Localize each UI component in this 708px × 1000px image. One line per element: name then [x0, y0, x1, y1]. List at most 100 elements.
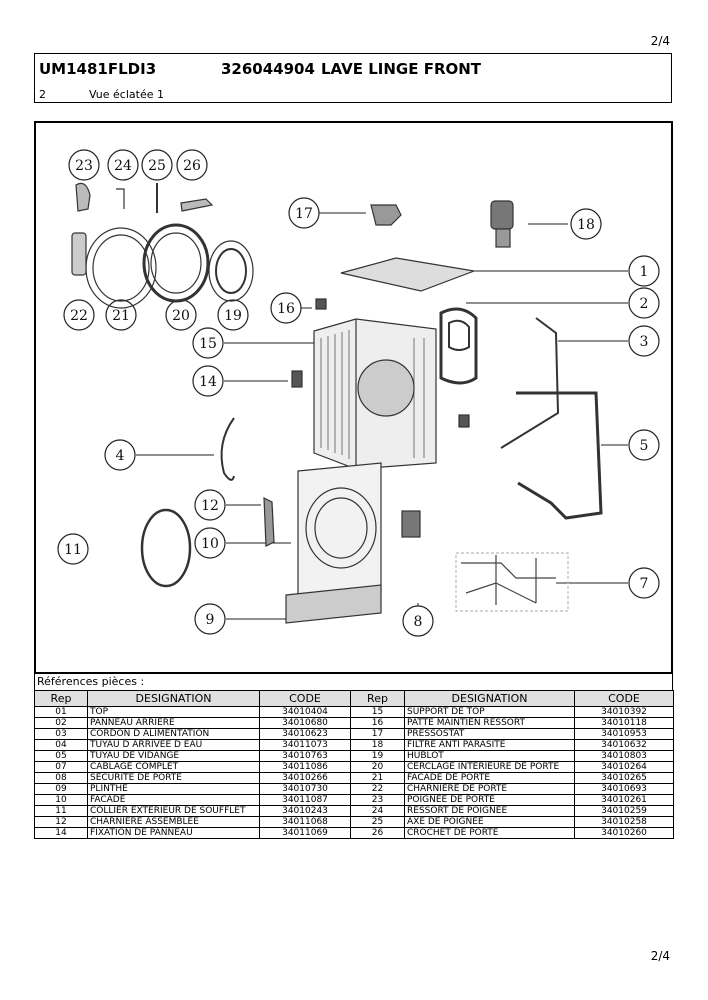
- rep-cell: 10: [34, 794, 88, 806]
- code-cell: 34010953: [574, 728, 674, 740]
- rep-cell: 12: [34, 816, 88, 828]
- parts-references: Références pièces : Rep DESIGNATION CODE…: [34, 674, 674, 839]
- code-cell: 34010264: [574, 761, 674, 773]
- code-cell: 34011069: [259, 827, 351, 839]
- designation-cell: TOP: [87, 706, 260, 718]
- code-cell: 34010763: [259, 750, 351, 762]
- col-header-code: CODE: [574, 690, 674, 707]
- designation-cell: FILTRE ANTI PARASITE: [404, 739, 575, 751]
- designation-cell: PANNEAU ARRIERE: [87, 717, 260, 729]
- rep-cell: 25: [350, 816, 405, 828]
- callout-label: 7: [640, 576, 649, 592]
- code-cell: 34010632: [574, 739, 674, 751]
- callout-label: 9: [206, 612, 215, 628]
- rep-cell: 02: [34, 717, 88, 729]
- designation-cell: FACADE DE PORTE: [404, 772, 575, 784]
- code-cell: 34010243: [259, 805, 351, 817]
- code-cell: 34010261: [574, 794, 674, 806]
- designation-cell: POIGNEE DE PORTE: [404, 794, 575, 806]
- designation-cell: FIXATION DE PANNEAU: [87, 827, 260, 839]
- designation-cell: SUPPORT DE TOP: [404, 706, 575, 718]
- col-header-designation: DESIGNATION: [404, 690, 575, 707]
- page-number-top: 2/4: [650, 34, 670, 48]
- rep-cell: 04: [34, 739, 88, 751]
- callout-label: 23: [75, 158, 93, 174]
- callout-label: 4: [116, 448, 125, 464]
- rep-cell: 22: [350, 783, 405, 795]
- rep-cell: 16: [350, 717, 405, 729]
- rep-cell: 01: [34, 706, 88, 718]
- designation-cell: HUBLOT: [404, 750, 575, 762]
- page-number-bottom: 2/4: [650, 949, 670, 963]
- rep-cell: 20: [350, 761, 405, 773]
- exploded-view-svg: 23 24 25 26 17 18 1 2 3 5 7 8 9 10 12 11…: [57, 149, 660, 637]
- callout-label: 17: [295, 206, 313, 222]
- col-header-designation: DESIGNATION: [87, 690, 260, 707]
- designation-cell: CHARNIERE DE PORTE: [404, 783, 575, 795]
- callout-label: 16: [277, 301, 295, 317]
- rep-cell: 03: [34, 728, 88, 740]
- parts-table: Rep DESIGNATION CODE Rep DESIGNATION COD…: [34, 690, 674, 839]
- code-cell: 34011086: [259, 761, 351, 773]
- callout-label: 12: [201, 498, 219, 514]
- designation-cell: FACADE: [87, 794, 260, 806]
- designation-cell: PRESSOSTAT: [404, 728, 575, 740]
- callout-label: 1: [640, 264, 649, 280]
- rep-cell: 21: [350, 772, 405, 784]
- col-header-code: CODE: [259, 690, 351, 707]
- code-cell: 34010265: [574, 772, 674, 784]
- col-header-rep: Rep: [350, 690, 405, 707]
- designation-cell: PLINTHE: [87, 783, 260, 795]
- rep-cell: 17: [350, 728, 405, 740]
- header-box: UM1481FLDI3 326044904 LAVE LINGE FRONT 2…: [34, 53, 672, 103]
- designation-cell: CERCLAGE INTERIEURE DE PORTE: [404, 761, 575, 773]
- rep-cell: 14: [34, 827, 88, 839]
- designation-cell: CABLAGE COMPLET: [87, 761, 260, 773]
- designation-cell: SECURITE DE PORTE: [87, 772, 260, 784]
- designation-cell: RESSORT DE POIGNEE: [404, 805, 575, 817]
- rep-cell: 15: [350, 706, 405, 718]
- code-cell: 34011087: [259, 794, 351, 806]
- designation-cell: COLLIER EXTERIEUR DE SOUFFLET: [87, 805, 260, 817]
- rep-cell: 05: [34, 750, 88, 762]
- callout-label: 5: [640, 438, 649, 454]
- code-cell: 34010258: [574, 816, 674, 828]
- code-cell: 34010260: [574, 827, 674, 839]
- code-cell: 34010259: [574, 805, 674, 817]
- callout-label: 24: [114, 158, 132, 174]
- product-code: 326044904: [221, 60, 315, 78]
- code-cell: 34010118: [574, 717, 674, 729]
- code-cell: 34010392: [574, 706, 674, 718]
- rep-cell: 07: [34, 761, 88, 773]
- callout-label: 10: [201, 536, 219, 552]
- callout-label: 2: [640, 296, 649, 312]
- callout-label: 3: [640, 334, 649, 350]
- callout-label: 11: [64, 542, 82, 558]
- rep-cell: 09: [34, 783, 88, 795]
- callout-label: 18: [577, 217, 595, 233]
- designation-cell: TUYAU DE VIDANGE: [87, 750, 260, 762]
- rep-cell: 24: [350, 805, 405, 817]
- designation-cell: TUYAU D ARRIVEE D EAU: [87, 739, 260, 751]
- callout-label: 15: [199, 336, 217, 352]
- callout-label: 25: [148, 158, 166, 174]
- code-cell: 34010693: [574, 783, 674, 795]
- callout-label: 14: [199, 374, 217, 390]
- section-number: 2: [39, 88, 46, 101]
- callout-label: 21: [112, 308, 130, 324]
- references-title: Références pièces :: [34, 674, 673, 690]
- code-cell: 34010680: [259, 717, 351, 729]
- designation-cell: PATTE MAINTIEN RESSORT: [404, 717, 575, 729]
- callout-label: 20: [172, 308, 190, 324]
- callout-label: 22: [70, 308, 88, 324]
